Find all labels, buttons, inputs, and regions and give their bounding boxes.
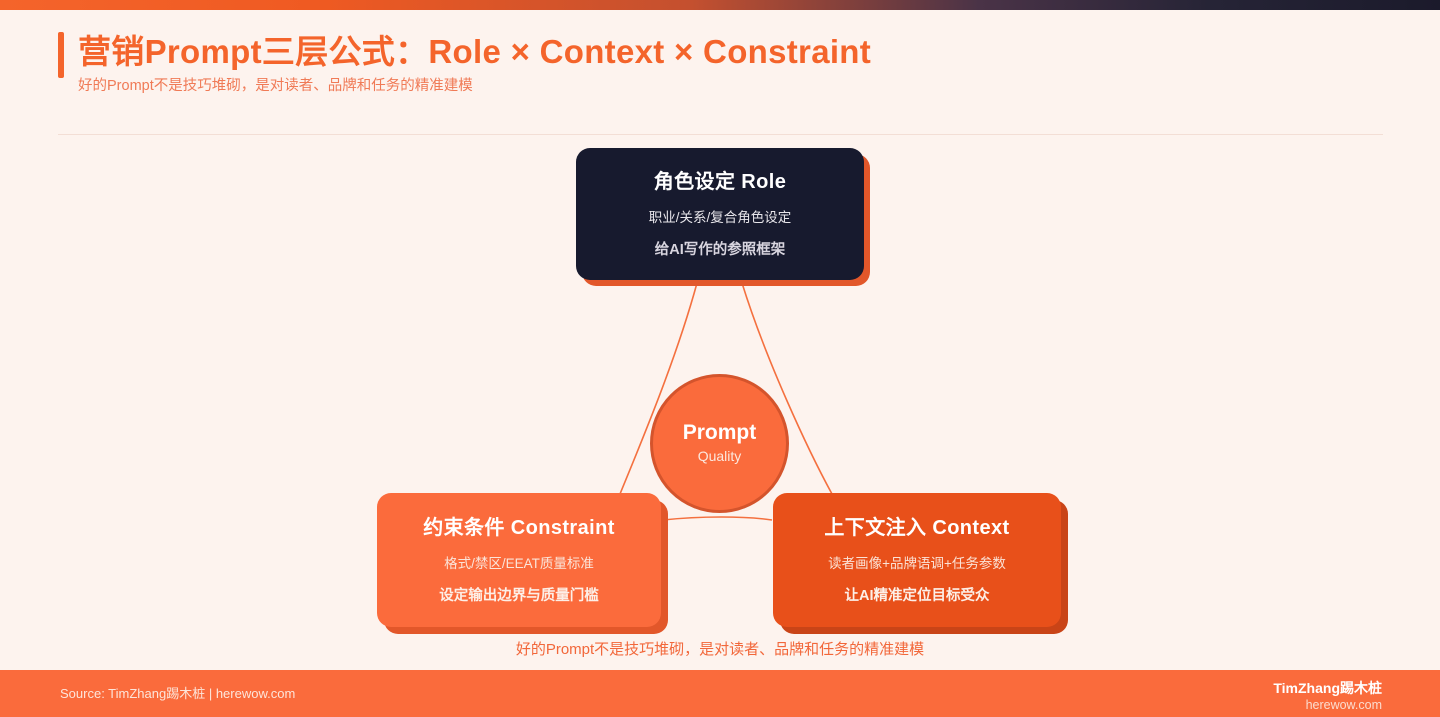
node-role-note: 给AI写作的参照框架 — [654, 241, 786, 258]
diagram-caption: 好的Prompt不是技巧堆砌，是对读者、品牌和任务的精准建模 — [515, 641, 925, 658]
node-context-subtitle: 读者画像+品牌语调+任务参数 — [828, 555, 1006, 571]
title-accent-bar — [58, 32, 64, 78]
node-constraint-subtitle: 格式/禁区/EEAT质量标准 — [444, 555, 594, 571]
hub-title: Prompt — [682, 421, 757, 444]
page-subtitle: 好的Prompt不是技巧堆砌，是对读者、品牌和任务的精准建模 — [78, 78, 473, 94]
node-role-title: 角色设定 Role — [653, 170, 787, 193]
node-role-subtitle: 职业/关系/复合角色设定 — [648, 209, 792, 225]
node-constraint-title: 约束条件 Constraint — [423, 516, 615, 539]
top-gradient-strip — [0, 0, 1440, 10]
slide-header: 营销Prompt三层公式：Role × Context × Constraint… — [58, 30, 1383, 135]
node-context-note: 让AI精准定位目标受众 — [844, 587, 990, 604]
footer-brand-url: herewow.com — [1305, 698, 1382, 712]
node-role[interactable]: 角色设定 Role 职业/关系/复合角色设定 给AI写作的参照框架 — [576, 148, 864, 280]
header-divider — [58, 134, 1383, 135]
title-texts: 营销Prompt三层公式：Role × Context × Constraint… — [78, 30, 871, 97]
node-constraint-note: 设定输出边界与质量门槛 — [439, 587, 599, 604]
node-context[interactable]: 上下文注入 Context 读者画像+品牌语调+任务参数 让AI精准定位目标受众 — [773, 493, 1061, 627]
footer-brand-name: TimZhang踢木桩 — [1273, 680, 1382, 696]
footer-brand: TimZhang踢木桩 herewow.com — [1273, 679, 1382, 714]
hub-circle[interactable]: Prompt Quality — [650, 374, 789, 513]
title-row: 营销Prompt三层公式：Role × Context × Constraint… — [58, 30, 1383, 97]
footer-source: Source: TimZhang踢木桩 | herewow.com — [60, 686, 296, 701]
slide-footer: Source: TimZhang踢木桩 | herewow.com TimZha… — [0, 670, 1440, 717]
node-constraint[interactable]: 约束条件 Constraint 格式/禁区/EEAT质量标准 设定输出边界与质量… — [377, 493, 661, 627]
hub-subtitle: Quality — [697, 448, 742, 464]
page-title: 营销Prompt三层公式：Role × Context × Constraint — [78, 33, 872, 70]
node-context-title: 上下文注入 Context — [824, 516, 1010, 539]
